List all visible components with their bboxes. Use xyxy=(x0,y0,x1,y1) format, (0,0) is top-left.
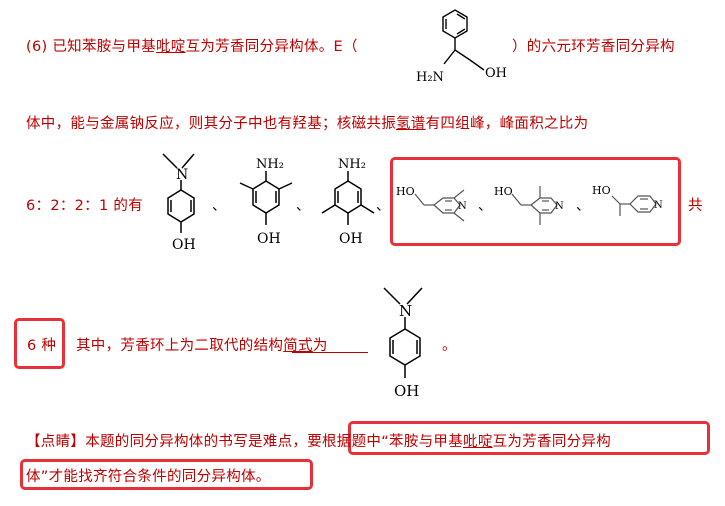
text-segment: 有四组峰，峰面积之比为 xyxy=(425,116,589,132)
period: 。 xyxy=(442,338,457,354)
nh2-label: NH₂ xyxy=(256,157,284,172)
text-segment: 要根据题中“苯胺与甲基 xyxy=(307,434,464,450)
text-segment-underlined: 简式 xyxy=(283,338,313,354)
count-text: 6 种 xyxy=(27,334,56,355)
separator-text: 、 xyxy=(376,198,390,214)
line-2: 体中，能与金属钠反应，则其分子中也有羟基；核磁共振氢谱有四组峰，峰面积之比为 xyxy=(26,112,588,133)
text-segment: 体”才能找齐符合条件的同分异构体。 xyxy=(26,469,271,485)
line-1: (6) 已知苯胺与甲基吡啶互为芳香同分异构体。E（ xyxy=(26,35,358,56)
line-4-end: 。 xyxy=(442,334,457,355)
ratio-label: 6：2：2：1 的有 xyxy=(26,198,144,214)
n-label: N xyxy=(458,201,467,212)
n-label: N xyxy=(654,200,663,211)
text-segment: 为 xyxy=(312,338,328,354)
separator: 、 xyxy=(376,195,390,215)
ho-label: HO xyxy=(592,184,611,197)
text-segment: 互为芳香同分异构体。E（ xyxy=(185,39,358,55)
line-4: 其中，芳香环上为二取代的结构简式为 xyxy=(76,334,328,355)
gong-text: 共 xyxy=(688,194,703,215)
text-segment-underlined: 吡啶 xyxy=(463,434,493,450)
text-segment-underlined: 吡啶 xyxy=(155,39,186,55)
text-segment: 【点睛】本题的同分异构体的书写是难点， xyxy=(26,434,308,450)
structure-aminodimethylphenol-2: NH₂ OH xyxy=(321,157,375,247)
structure-e: H₂N OH xyxy=(416,9,507,85)
structure-dimethylaminophenol-2: N OH xyxy=(383,287,423,400)
separator-text: 、 xyxy=(212,198,226,214)
count-label: 6 种 xyxy=(27,338,57,354)
separator-text: 、 xyxy=(576,198,590,214)
separator: 、 xyxy=(478,195,492,215)
highlight-box-count xyxy=(14,318,65,369)
n-label: N xyxy=(555,201,564,212)
oh-label: OH xyxy=(485,66,507,81)
structure-aminodimethylphenol-1: NH₂ OH xyxy=(239,157,293,247)
structure-pyridine-3: HO N xyxy=(592,184,663,216)
separator-text: 、 xyxy=(296,198,310,214)
highlight-box-pyridines xyxy=(390,157,681,246)
ho-label: HO xyxy=(396,185,415,198)
oh-label: OH xyxy=(257,231,281,247)
text-segment: 互为芳香同分异构 xyxy=(492,434,612,450)
line-6: 体”才能找齐符合条件的同分异构体。 xyxy=(26,465,271,486)
ratio-text: 6：2：2：1 的有 xyxy=(26,194,143,215)
nh2-label: NH₂ xyxy=(338,157,366,172)
answer-underline xyxy=(292,352,368,353)
line-5: 【点睛】本题的同分异构体的书写是难点，要根据题中“苯胺与甲基吡啶互为芳香同分异构 xyxy=(26,430,611,451)
highlight-box-note-2 xyxy=(20,459,313,490)
oh-label: OH xyxy=(172,237,196,253)
line-1-end: ）的六元环芳香同分异构 xyxy=(512,35,675,56)
separator-text: 、 xyxy=(478,198,492,214)
oh-label: OH xyxy=(394,382,419,400)
text-segment: 体中，能与金属钠反应，则其分子中也有羟基；核磁共振 xyxy=(26,116,396,132)
ho-label: HO xyxy=(494,185,513,198)
text-segment: ）的六元环芳香同分异构 xyxy=(512,39,675,55)
oh-label: OH xyxy=(339,231,363,247)
structure-dimethylaminophenol-1: N OH xyxy=(162,153,196,253)
text-segment: 其中，芳香环上为二取代的结构 xyxy=(76,338,284,354)
separator: 、 xyxy=(576,195,590,215)
gong-label: 共 xyxy=(688,198,703,214)
separator: 、 xyxy=(296,195,310,215)
text-segment: (6) 已知苯胺与甲基 xyxy=(26,39,156,55)
h2n-label: H₂N xyxy=(416,70,444,85)
n-label: N xyxy=(176,167,188,183)
highlight-box-note-1 xyxy=(348,421,710,455)
n-label: N xyxy=(399,302,412,320)
structure-pyridine-1: HO N xyxy=(396,185,467,222)
text-segment-underlined: 氢谱 xyxy=(396,116,426,132)
separator: 、 xyxy=(212,195,226,215)
structure-pyridine-2: HO N xyxy=(494,185,564,225)
